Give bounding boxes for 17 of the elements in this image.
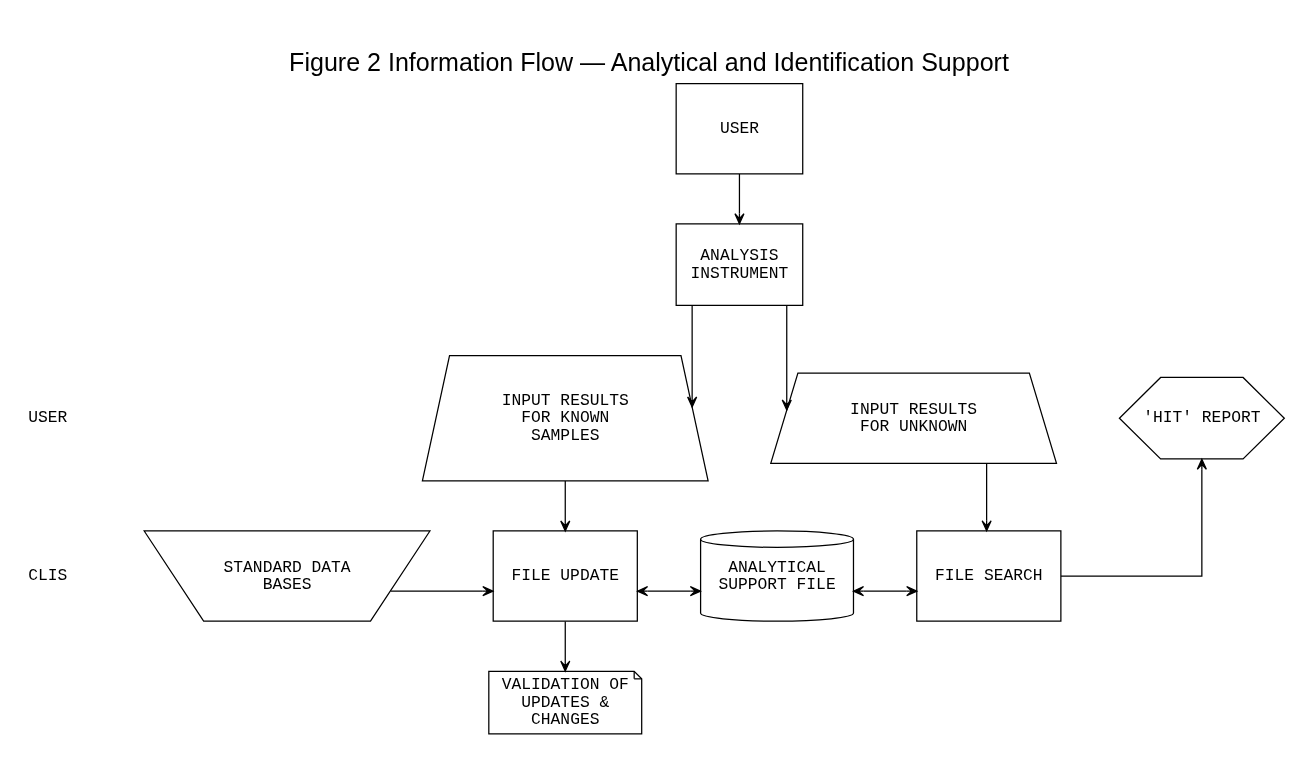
arrow	[852, 586, 918, 597]
label: USER	[28, 408, 68, 428]
arrow	[1060, 458, 1207, 577]
diagram-title: Figure 2 Information Flow — Analytical and Identification Support	[289, 48, 1009, 77]
arrow	[687, 304, 698, 408]
arrow	[781, 304, 792, 411]
node-box: ANALYSIS INSTRUMENT	[675, 223, 804, 307]
arrow	[636, 586, 701, 597]
arrow	[734, 173, 745, 225]
node-box: USER	[675, 83, 804, 175]
label: CLIS	[28, 566, 68, 586]
arrow	[981, 462, 992, 532]
node-box: FILE UPDATE	[492, 530, 638, 622]
node-box: FILE SEARCH	[916, 530, 1062, 622]
arrow	[390, 586, 494, 597]
arrow	[560, 620, 571, 672]
arrow	[560, 480, 571, 532]
